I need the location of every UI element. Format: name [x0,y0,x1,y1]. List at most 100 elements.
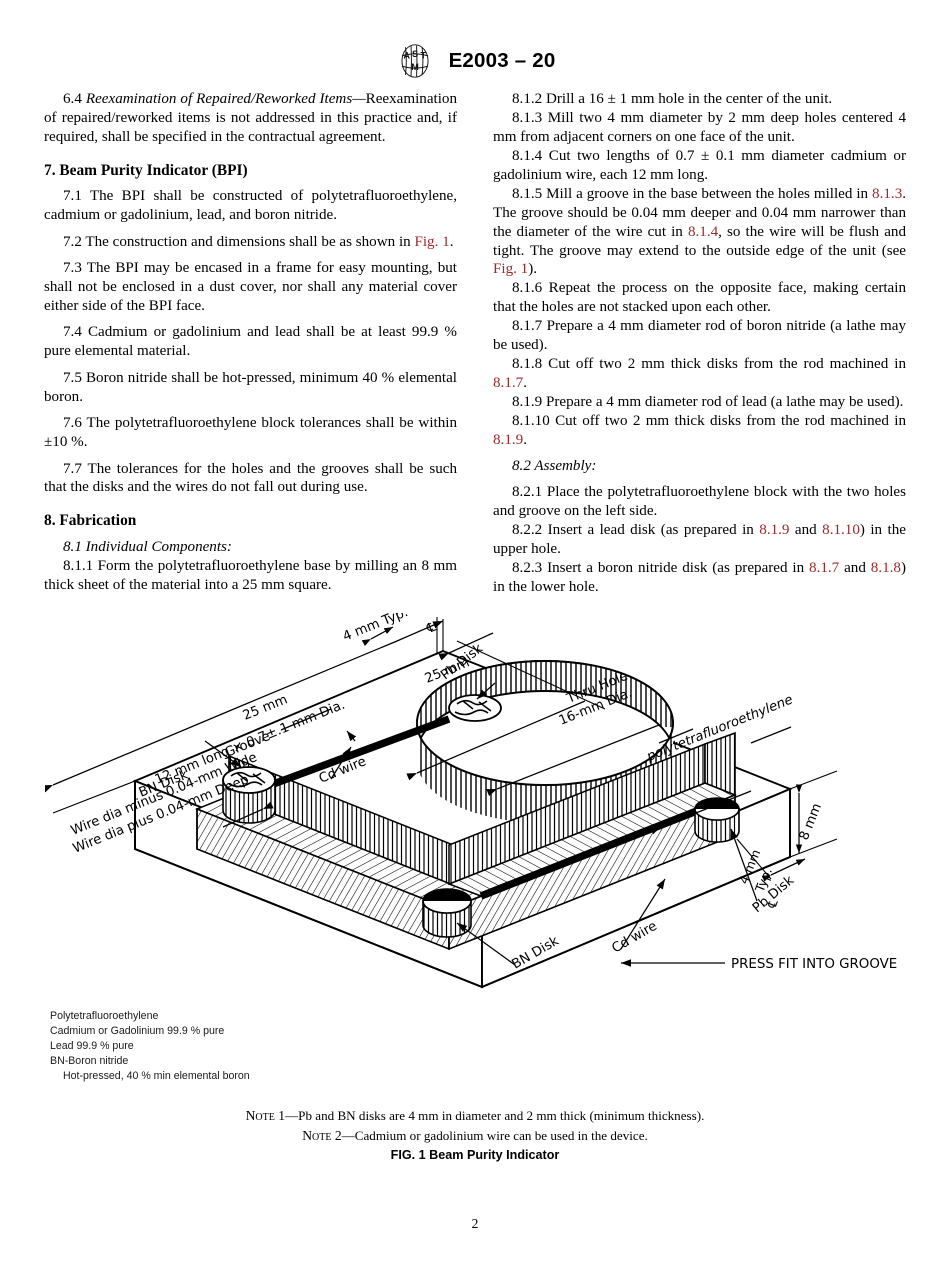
svg-text:S: S [412,49,418,59]
note-2-label: Note 2 [302,1128,342,1144]
paragraph-8-1: 8.1 Individual Components: [44,538,457,557]
para-text: Insert a boron nitride disk (as prepared… [547,560,810,576]
para-number: 7.7 [63,460,82,477]
xref-8-1-8[interactable]: 8.1.8 [870,560,901,576]
paragraph-7-6: 7.6 The polytetrafluoroethylene block to… [44,414,457,452]
leader-bn-disk-top [204,740,242,768]
legend-item-2: Lead 99.9 % pure [50,1039,134,1052]
para-text: Cut two lengths of 0.7 ± 0.1 mm diameter… [493,147,906,183]
para-number: 8.1.6 [512,280,543,297]
xref-8-1-7[interactable]: 8.1.7 [809,560,840,576]
xref-8-1-7[interactable]: 8.1.7 [493,375,524,392]
paragraph-7-4: 7.4 Cadmium or gadolinium and lead shall… [44,323,457,361]
xref-8-1-9[interactable]: 8.1.9 [759,522,790,539]
para-number: 8.1.5 [512,185,543,202]
document-designation: E2003 – 20 [448,49,556,72]
para-text: Place the polytetrafluoroethylene block … [493,484,906,520]
paragraph-7-3: 7.3 The BPI may be encased in a frame fo… [44,259,457,316]
para-text: Reexamination of repaired/reworked items… [44,91,457,145]
legend-item-1: Cadmium or Gadolinium 99.9 % pure [50,1024,225,1037]
leader-cd-wire-bottom-line [620,878,666,950]
dim-line-25mm-left [45,705,242,793]
svg-text:M: M [411,62,419,72]
leader-thru-hole-arrow [486,724,660,797]
para-number: 6.4 [63,91,82,107]
paragraph-8-2-2: 8.2.2 Insert a lead disk (as prepared in… [493,521,906,559]
para-number: 8.2.3 [512,560,543,576]
left-column: 6.4 Reexamination of Repaired/Reworked I… [44,90,457,597]
leader-ptfe-tail [750,726,792,744]
pb-disk-upper [448,693,502,722]
dim-line-25mm-right [406,700,586,781]
para-text: ) in the upper hole. [493,522,906,558]
xref-fig-1[interactable]: Fig. 1 [493,261,529,278]
bpi-isometric-drawing: 25 mm 12 mm long × 0.7±.1 mm Dia. Cd wir… [45,613,897,989]
label-press-fit: PRESS FIT INTO GROOVE [731,957,897,972]
xref-8-1-3[interactable]: 8.1.3 [872,185,903,202]
paragraph-6-4: 6.4 Reexamination of Repaired/Reworked I… [44,90,457,147]
label-dim-8mm: 8 mm [797,801,825,842]
xref-fig-1[interactable]: Fig. 1 [414,233,450,250]
para-number: 8.2.2 [512,522,543,539]
para-number: 8.1.1 [63,557,94,574]
leader-groove-arrow [222,801,274,828]
para-number: 8.1.4 [512,147,543,164]
figure-caption: FIG. 1 Beam Purity Indicator [390,1148,560,1162]
xref-8-1-4[interactable]: 8.1.4 [687,223,719,240]
paragraph-8-2-3: 8.2.3 Insert a boron nitride disk (as pr… [493,559,906,597]
note-1-label: Note 1 [245,1108,286,1124]
astm-logo-icon: A S T M [401,44,429,78]
para-number: 8.1.9 [512,394,543,410]
svg-text:T: T [420,51,426,61]
para-text: Mill a groove in the base between the ho… [546,185,873,202]
figure-material-legend: Polytetrafluoroethylene Cadmium or Gadol… [50,1009,906,1084]
paragraph-7-5: 7.5 Boron nitride shall be hot-pressed, … [44,369,457,407]
page-number: 2 [471,1216,479,1231]
paragraph-8-1-6: 8.1.6 Repeat the process on the opposite… [493,279,906,317]
paragraph-7-7: 7.7 The tolerances for the holes and the… [44,460,457,498]
paragraph-8-1-2: 8.1.2 Drill a 16 ± 1 mm hole in the cent… [493,90,906,109]
figure-notes: Note 1—Pb and BN disks are 4 mm in diame… [44,1106,906,1146]
para-text: Cut off two 2 mm thick disks from the ro… [548,356,907,373]
para-text: Mill two 4 mm diameter by 2 mm deep hole… [493,109,907,145]
paragraph-7-2: 7.2 The construction and dimensions shal… [44,233,457,252]
leader-groove-2 [280,708,332,731]
heading-section-8: 8. Fabrication [44,512,137,530]
para-text: The polytetrafluoroethylene block tolera… [44,415,457,451]
paragraph-7-1: 7.1 The BPI shall be constructed of poly… [44,187,457,225]
para-text: and [789,522,823,539]
bn-disk-upper [222,765,276,824]
paragraph-8-1-7: 8.1.7 Prepare a 4 mm diameter rod of bor… [493,317,906,355]
paragraph-8-2-1: 8.2.1 Place the polytetrafluoroethylene … [493,483,906,521]
para-text: Form the polytetrafluoroethylene base by… [44,557,457,593]
para-number: 7.2 [63,233,82,250]
para-title: Reexamination of Repaired/Reworked Items… [85,91,366,107]
leader-wire-spec [346,730,357,742]
para-text: . The groove should be 0.04 mm deeper an… [493,185,907,240]
para-text: Repeat the process on the opposite face,… [493,280,906,316]
svg-text:A: A [403,51,410,61]
heading-section-7: 7. Beam Purity Indicator (BPI) [44,161,248,179]
para-number: 8.2.1 [512,484,543,501]
dim-ext-25mm-left [240,640,398,707]
leader-thru-hole [658,728,694,744]
xref-8-1-10[interactable]: 8.1.10 [822,522,860,539]
para-number: 8.1.8 [512,356,543,373]
para-text: ). [528,261,538,278]
figure-note-2: Note 2—Cadmium or gadolinium wire can be… [44,1126,906,1146]
subsection-label: 8.2 Assembly: [512,457,597,474]
figure-note-1: Note 1—Pb and BN disks are 4 mm in diame… [44,1106,906,1126]
paragraph-8-1-9: 8.1.9 Prepare a 4 mm diameter rod of lea… [493,393,906,412]
leader-bn-disk-bottom [456,922,516,966]
para-text-after: . [449,233,454,250]
pb-disk-lower [694,797,740,843]
xref-8-1-9[interactable]: 8.1.9 [493,431,524,448]
para-number: 7.1 [63,188,82,205]
paragraph-8-1-8: 8.1.8 Cut off two 2 mm thick disks from … [493,355,906,393]
dim-4mm-typ-top [361,626,394,646]
para-text: The BPI may be encased in a frame for ea… [44,260,457,314]
para-text: . [523,375,527,392]
para-text: The tolerances for the holes and the gro… [44,460,457,496]
note-1-text: —Pb and BN disks are 4 mm in diameter an… [285,1108,705,1124]
